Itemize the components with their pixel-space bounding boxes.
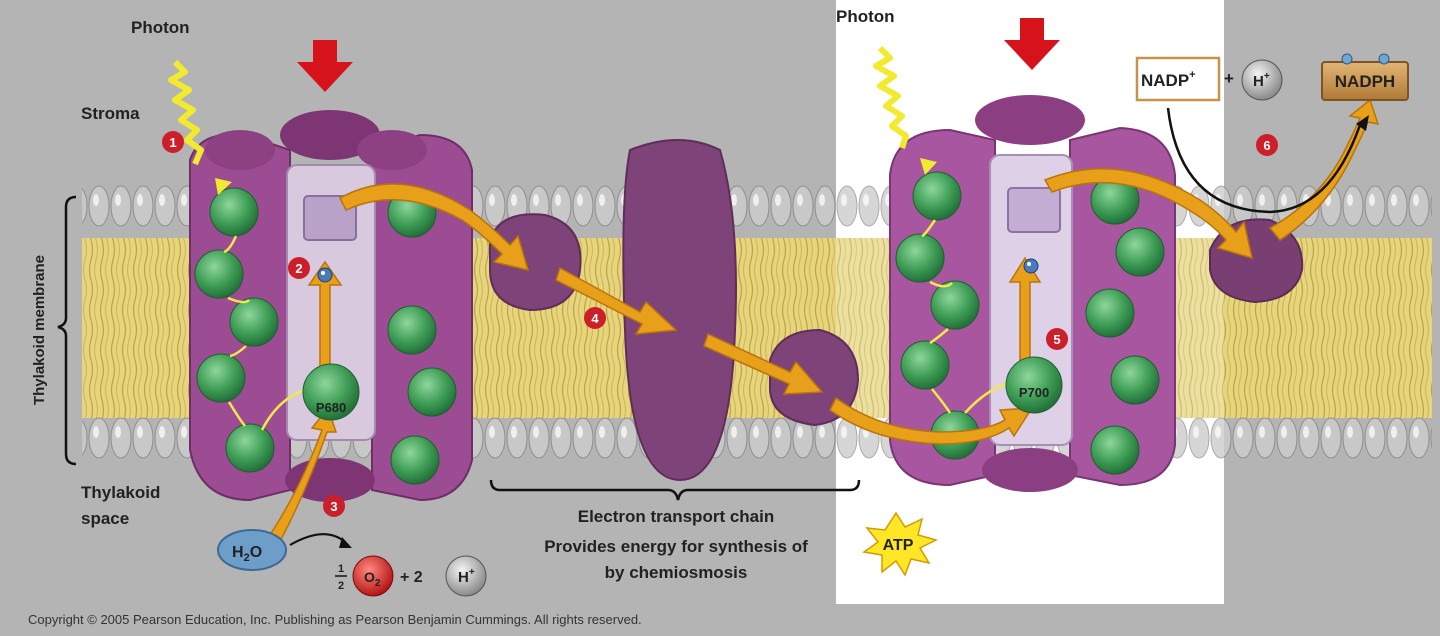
svg-text:1: 1 <box>169 135 176 150</box>
svg-text:3: 3 <box>330 499 337 514</box>
p680-reaction-center <box>302 363 360 421</box>
step-3-badge <box>323 495 345 517</box>
svg-text:6: 6 <box>1263 138 1270 153</box>
electron-flow-arrows <box>266 98 1380 547</box>
nadp-reduction-arrow <box>1166 107 1362 214</box>
step-4-badge <box>584 307 606 329</box>
p700-reaction-center <box>1005 356 1063 414</box>
photon-label-right: Photon <box>836 7 895 26</box>
electron-icons <box>317 258 1039 283</box>
water-label: H2O <box>232 544 262 564</box>
p700-label: P700 <box>1019 385 1049 400</box>
thylakoid-space-label-line2: space <box>81 509 129 528</box>
half-numerator: 1 <box>338 563 344 575</box>
etc-caption-line2: Provides energy for synthesis of <box>544 537 808 556</box>
photon-label-left: Photon <box>131 18 190 37</box>
etc-title: Electron transport chain <box>578 507 774 526</box>
step-5-badge <box>1046 328 1068 350</box>
etc-caption-line3: by chemiosmosis <box>605 563 748 582</box>
step-badges: 1 2 3 4 5 6 <box>162 131 1278 517</box>
thylakoid-space-label-line1: Thylakoid <box>81 483 160 502</box>
copyright-text: Copyright © 2005 Pearson Education, Inc.… <box>28 612 642 627</box>
svg-text:4: 4 <box>591 311 599 326</box>
step-2-badge <box>288 257 310 279</box>
proton-label: H+ <box>458 567 475 586</box>
step-6-badge <box>1256 134 1278 156</box>
etc-bracket <box>489 479 861 501</box>
nadph-label: NADPH <box>1335 72 1395 91</box>
chlorophyll-molecules <box>194 171 1165 485</box>
atp-label: ATP <box>883 537 914 554</box>
light-down-arrow-right <box>1004 18 1060 70</box>
step-1-badge <box>162 131 184 153</box>
thylakoid-membrane-label: Thylakoid membrane <box>31 255 48 405</box>
oxygen-molecule <box>352 555 394 597</box>
atp-star <box>862 511 939 577</box>
membrane-brace <box>57 195 77 466</box>
water-molecule <box>217 529 287 571</box>
half-denominator: 2 <box>338 580 344 592</box>
oxygen-label: O2 <box>364 569 381 589</box>
p680-label: P680 <box>316 400 346 415</box>
nadph-box <box>1321 61 1409 101</box>
light-down-arrow-left <box>297 40 353 92</box>
proton-thylakoid <box>445 555 487 597</box>
plus-two-label: + 2 <box>400 569 423 586</box>
proton-stroma-label: H+ <box>1253 71 1270 90</box>
svg-text:2: 2 <box>295 261 302 276</box>
stroma-label: Stroma <box>81 104 140 123</box>
svg-text:5: 5 <box>1053 332 1060 347</box>
plus-label: + <box>1224 69 1234 88</box>
nadp-box <box>1135 56 1221 102</box>
photon-wave-left <box>168 59 204 166</box>
proton-stroma <box>1241 59 1283 101</box>
nadp-label: NADP+ <box>1141 69 1196 90</box>
photon-wave-right <box>873 45 909 149</box>
